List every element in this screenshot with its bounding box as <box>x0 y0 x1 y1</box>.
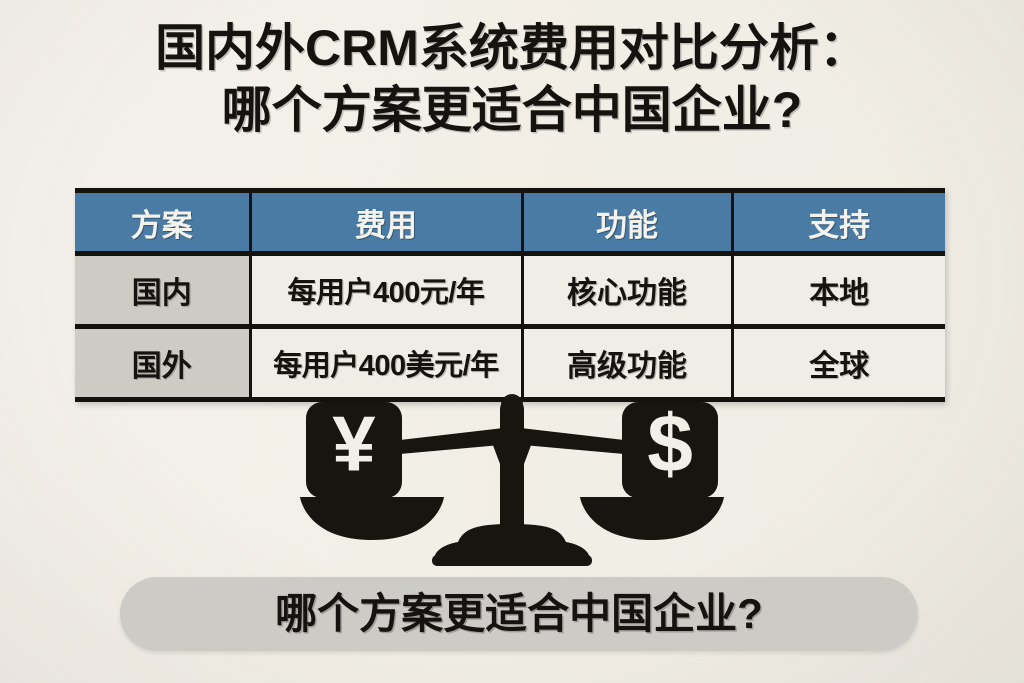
title-line-2: 哪个方案更适合中国企业? <box>221 82 803 138</box>
cell-text: 每用户400美元/年 <box>273 350 499 382</box>
cell-text: 每用户400元/年 <box>287 277 485 309</box>
table-header-cost: 费用 <box>248 188 524 256</box>
table-row: 国内 每用户400元/年 核心功能 本地 <box>75 251 945 329</box>
table-header-features: 功能 <box>520 188 734 256</box>
cell-plan-overseas: 国外 <box>75 324 252 402</box>
cta-text: 哪个方案更适合中国企业? <box>275 590 763 637</box>
table-header-plan: 方案 <box>75 188 252 256</box>
balance-scale-icon: ¥ $ <box>300 394 724 566</box>
table-row: 国外 每用户400美元/年 高级功能 全球 <box>75 324 945 402</box>
cell-text: 国内 <box>131 277 192 310</box>
balance-scale-illustration: ¥ $ <box>0 392 1024 572</box>
comparison-table-container: 方案 费用 功能 支持 国内 每用户400元/年 核心功能 本地 国外 每用户4… <box>75 188 945 402</box>
title-line-1: 国内外CRM系统费用对比分析： <box>155 20 869 76</box>
cell-text: 全球 <box>809 350 870 383</box>
cell-features-domestic: 核心功能 <box>520 251 734 329</box>
cell-text: 核心功能 <box>567 277 687 310</box>
cell-support-overseas: 全球 <box>730 324 945 402</box>
cell-plan-domestic: 国内 <box>75 251 252 329</box>
cell-cost-domestic: 每用户400元/年 <box>248 251 524 329</box>
yen-symbol: ¥ <box>332 400 376 488</box>
cta-banner: 哪个方案更适合中国企业? <box>120 577 918 651</box>
table-header-row: 方案 费用 功能 支持 <box>75 188 945 256</box>
dollar-symbol: $ <box>647 399 693 490</box>
cell-support-domestic: 本地 <box>730 251 945 329</box>
table-header-support: 支持 <box>730 188 945 256</box>
cell-text: 高级功能 <box>567 350 687 383</box>
comparison-table: 方案 费用 功能 支持 国内 每用户400元/年 核心功能 本地 国外 每用户4… <box>75 188 945 402</box>
cell-text: 本地 <box>809 277 870 310</box>
cell-features-overseas: 高级功能 <box>520 324 734 402</box>
page-title: 国内外CRM系统费用对比分析： 哪个方案更适合中国企业? <box>0 18 1024 140</box>
cell-cost-overseas: 每用户400美元/年 <box>248 324 524 402</box>
cell-text: 国外 <box>131 350 192 383</box>
